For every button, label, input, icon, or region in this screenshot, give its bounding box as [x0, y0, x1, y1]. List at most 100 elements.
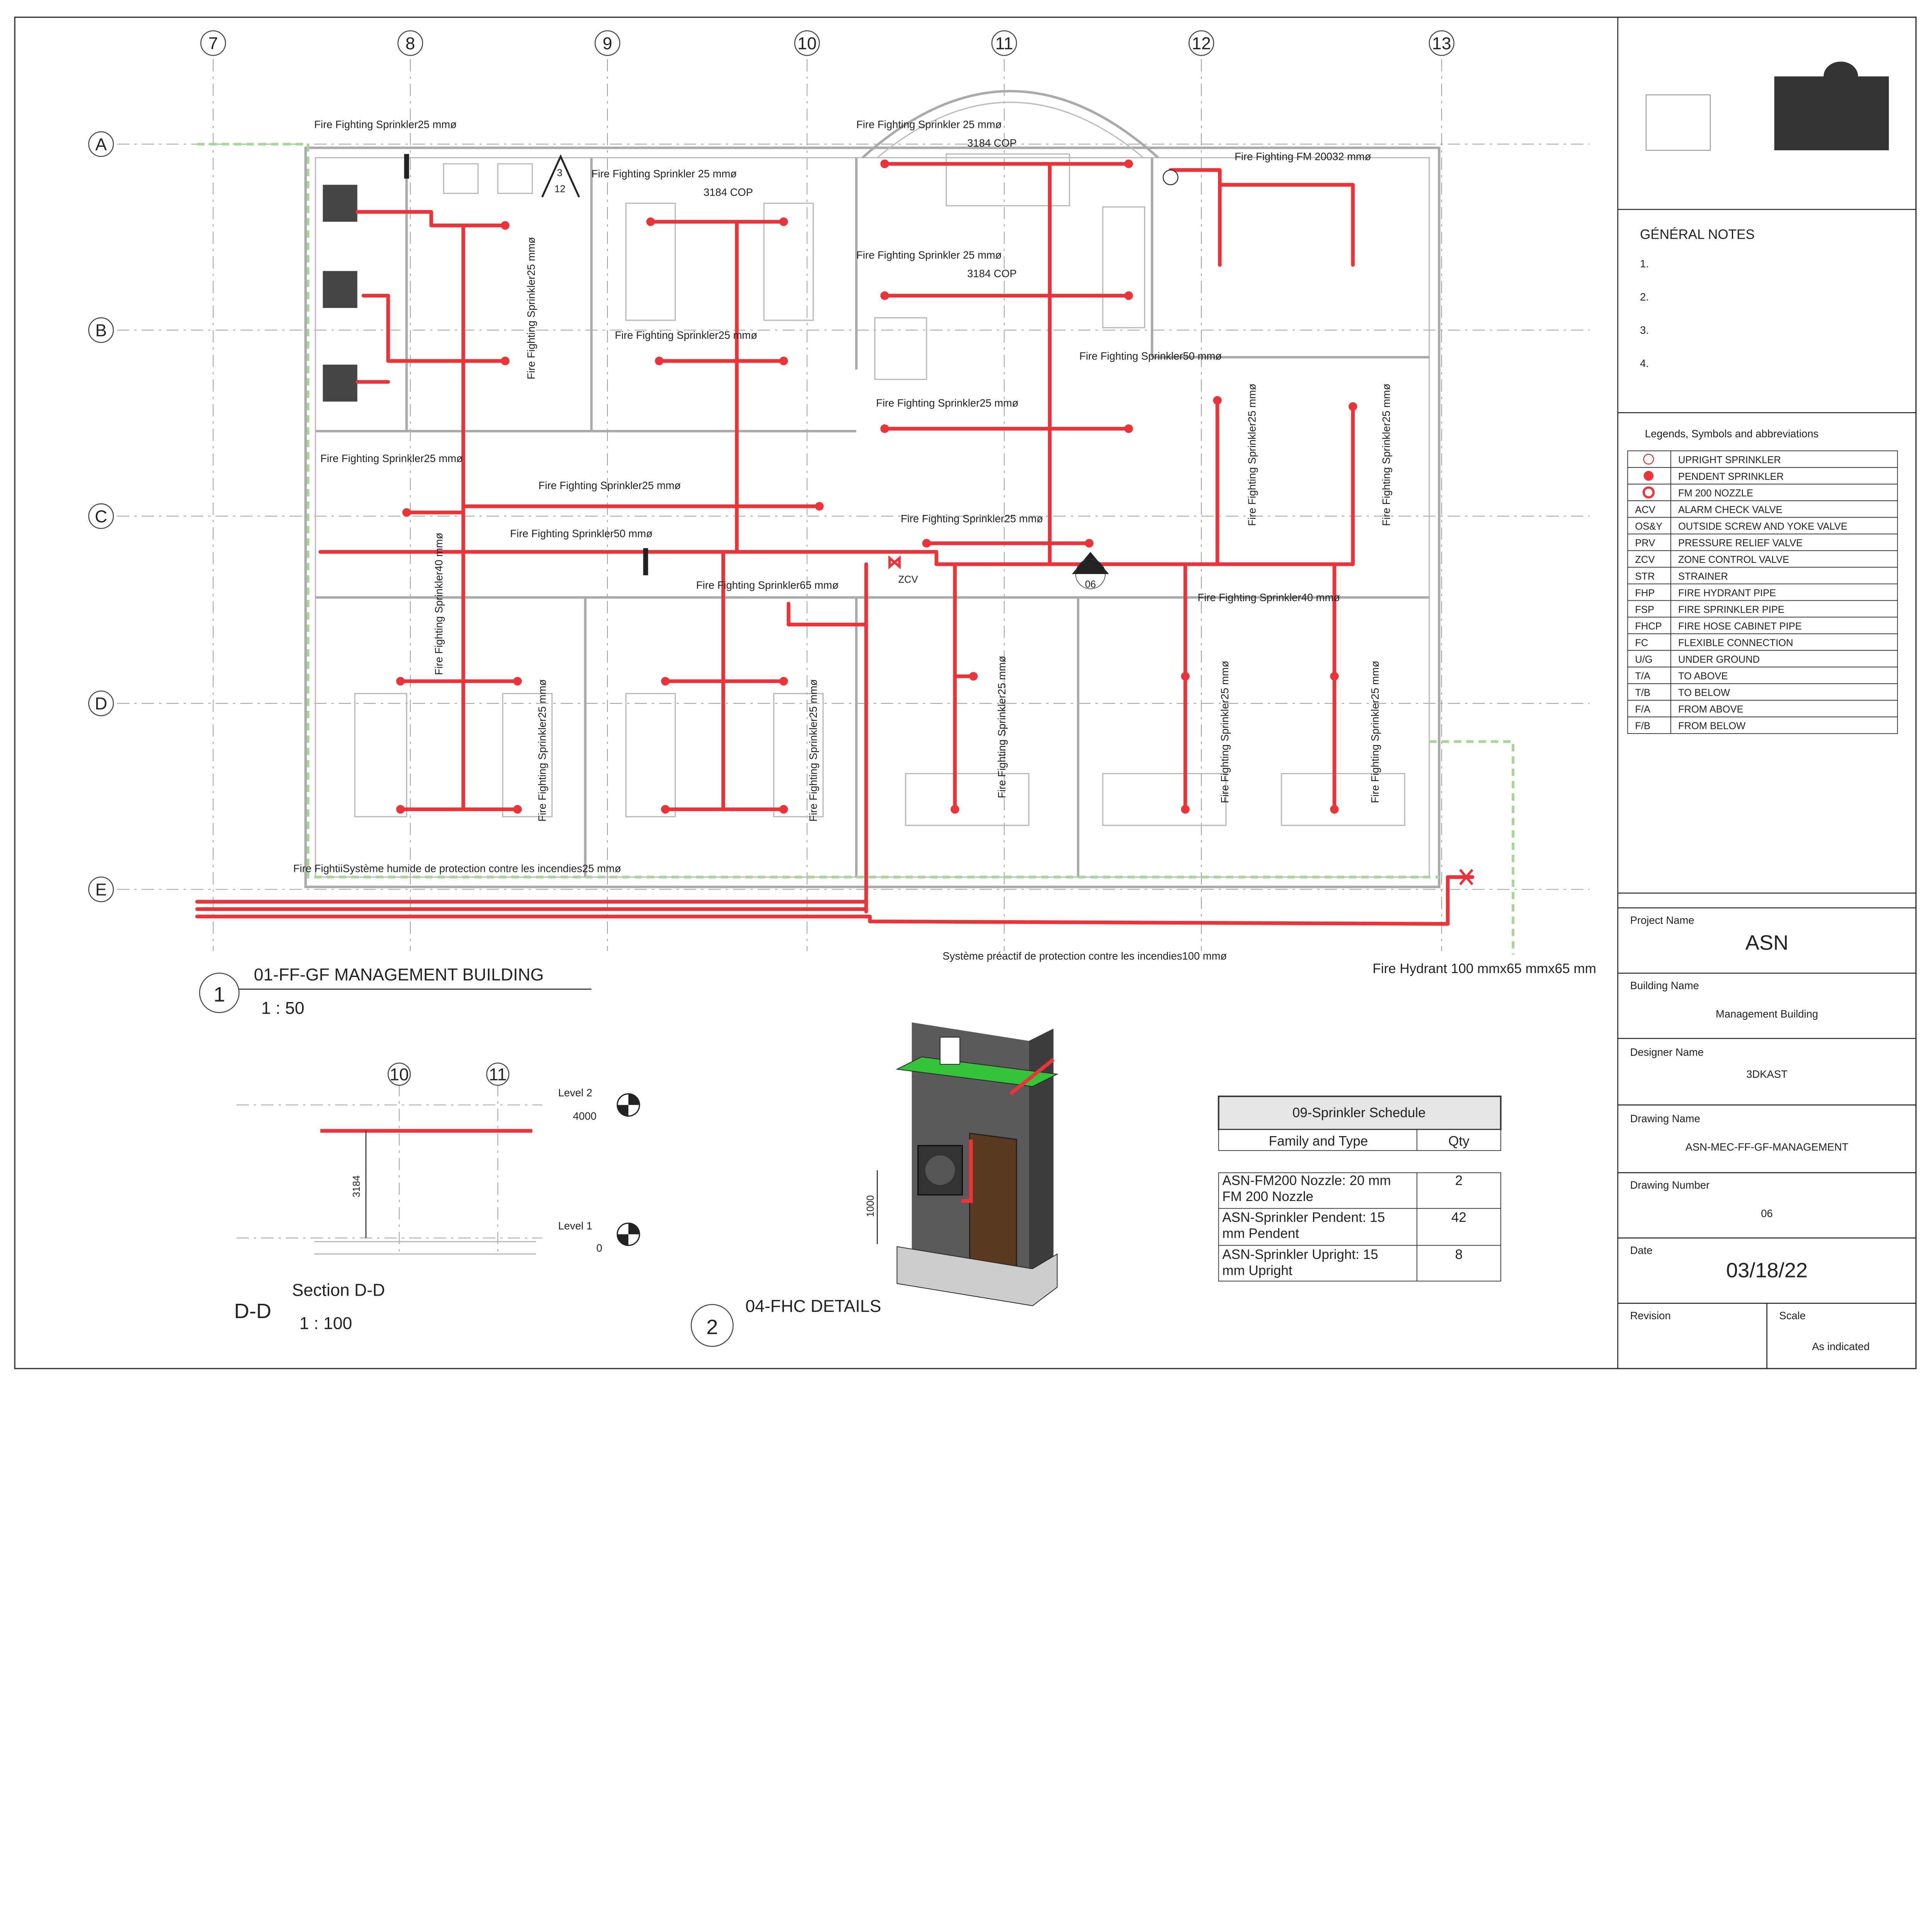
qty: 8	[1455, 1247, 1463, 1262]
family-type: mm Upright	[1222, 1263, 1292, 1278]
schedule-row: ASN-Sprinkler Pendent: 15 mm Pendent 42	[1222, 1210, 1466, 1241]
dimension-label: 3184	[351, 1176, 362, 1198]
grid-label: 12	[1192, 34, 1211, 53]
field-label: Drawing Number	[1630, 1179, 1710, 1191]
view-scale: 1 : 100	[299, 1314, 352, 1333]
upright-sprinkler-icon	[1643, 454, 1654, 465]
legend-abbr: FC	[1635, 638, 1648, 649]
legend-label: TO ABOVE	[1678, 671, 1728, 682]
pipe-label: Fire Fighting Sprinkler25 mmø	[1219, 661, 1231, 803]
legend-abbr: FSP	[1635, 604, 1654, 615]
qty: 42	[1451, 1210, 1466, 1225]
note: 2.	[1640, 291, 1649, 303]
pipe-label: Fire Fighting Sprinkler25 mmø	[901, 513, 1043, 525]
legend-label: FLEXIBLE CONNECTION	[1678, 638, 1793, 649]
date: 03/18/22	[1726, 1259, 1808, 1282]
grid-label: B	[95, 321, 107, 340]
field-label: Drawing Name	[1630, 1113, 1700, 1125]
pipe-label: Fire Fighting Sprinkler65 mmø	[696, 579, 839, 591]
field-label: Revision	[1630, 1310, 1671, 1322]
fhc-3d-detail: 1000 2 04-FHC DETAILS	[690, 1022, 1059, 1347]
pipe-label: Fire Fighting Sprinkler50 mmø	[1079, 350, 1222, 362]
legend-label: ZONE CONTROL VALVE	[1678, 554, 1789, 565]
elevation-label: 3184 COP	[967, 267, 1017, 279]
legend-row: FC FLEXIBLE CONNECTION	[1627, 633, 1898, 651]
building-name: Management Building	[1716, 1008, 1818, 1020]
pendent-sprinklers	[396, 154, 1474, 885]
plan-labels: Fire Fighting Sprinkler25 mmø Fire Fight…	[293, 119, 1596, 976]
stair-marker-icon	[541, 154, 580, 198]
legend-abbr: OS&Y	[1635, 521, 1662, 532]
schedule-header: Qty	[1448, 1134, 1469, 1149]
grid-label: 10	[798, 34, 817, 53]
view-title: 01-FF-GF MANAGEMENT BUILDING	[254, 965, 544, 984]
view-number: 1	[214, 983, 225, 1006]
pipe-label: Fire Fighting Sprinkler 25 mmø	[592, 168, 737, 180]
note: 3.	[1640, 324, 1649, 336]
view-title: 04-FHC DETAILS	[745, 1297, 881, 1316]
level-marker-icon	[616, 1093, 640, 1117]
grid-label: C	[95, 507, 107, 526]
legend-abbr: ACV	[1635, 505, 1655, 515]
legend-abbr: T/A	[1635, 671, 1650, 682]
grid-label: 7	[208, 34, 218, 53]
pipe-label: Fire Fighting Sprinkler25 mmø	[1369, 661, 1381, 803]
view-scale: 1 : 50	[261, 999, 304, 1018]
stair-marker-top: 3	[557, 168, 562, 178]
pipe-label: Fire Fighting Sprinkler25 mmø	[536, 679, 548, 822]
grid-lines	[117, 59, 1590, 951]
level-label: Level 1	[558, 1220, 592, 1232]
schedule-row: ASN-Sprinkler Upright: 15 mm Upright 8	[1222, 1247, 1463, 1278]
field-label: Designer Name	[1630, 1046, 1704, 1058]
legend-abbr: T/B	[1635, 688, 1650, 698]
field-label: Building Name	[1630, 980, 1699, 992]
logo-icon	[1774, 61, 1889, 151]
view-title: Section D-D	[292, 1281, 385, 1300]
legend-label: FIRE HYDRANT PIPE	[1678, 588, 1776, 598]
pipe-label: Fire Fighting Sprinkler25 mmø	[538, 479, 681, 491]
legend-row: FM 200 NOZZLE	[1627, 484, 1898, 501]
qty: 2	[1455, 1173, 1463, 1188]
general-notes-title: GÉNÉRAL NOTES	[1640, 227, 1755, 242]
legend-label: TO BELOW	[1678, 688, 1730, 698]
grid-label: 9	[603, 34, 612, 53]
pendent-sprinkler-icon	[1643, 471, 1654, 481]
grid-label: 11	[995, 34, 1013, 53]
sprinkler-schedule: 09-Sprinkler Schedule Family and Type Qt…	[1218, 1096, 1502, 1282]
pipe-label: Fire Fighting Sprinkler25 mmø	[320, 452, 463, 464]
pipe-label: Fire Fighting Sprinkler25 mmø	[996, 656, 1008, 798]
elevation-label: 3184 COP	[704, 186, 753, 198]
schedule-header: Family and Type	[1269, 1134, 1368, 1149]
fm200-nozzle-icon	[1642, 486, 1655, 499]
pipe-label: Fire Fighting Sprinkler25 mmø	[1380, 384, 1392, 526]
grid-label: D	[95, 695, 107, 714]
pipe-label: Fire Fighting Sprinkler40 mmø	[1197, 591, 1340, 603]
legend-abbr: FHP	[1635, 588, 1655, 598]
legend-abbr: FHCP	[1635, 621, 1662, 632]
legend-label: FIRE SPRINKLER PIPE	[1678, 604, 1784, 615]
pipe-label: Fire Fighting Sprinkler 25 mmø	[856, 249, 1002, 261]
legend-label: PENDENT SPRINKLER	[1678, 471, 1784, 482]
legend-row: ACV ALARM CHECK VALVE	[1627, 500, 1898, 518]
section-marker-sheet: 06	[1085, 579, 1096, 590]
pipe-label: Fire FightiiSystème humide de protection…	[293, 863, 621, 875]
pipe-label: Fire Fighting Sprinkler50 mmø	[510, 527, 653, 539]
section-marker-name: D-D	[1082, 563, 1099, 574]
site-boundary	[197, 143, 1515, 955]
legend-label: STRAINER	[1678, 571, 1728, 582]
schedule-row: ASN-FM200 Nozzle: 20 mm FM 200 Nozzle 2	[1222, 1173, 1463, 1204]
section-marker-icon	[1072, 552, 1109, 574]
grid-label: 8	[405, 34, 415, 53]
legend-label: ALARM CHECK VALVE	[1678, 505, 1782, 515]
view-number: 2	[706, 1315, 718, 1339]
legend-label: FIRE HOSE CABINET PIPE	[1678, 621, 1802, 632]
pipe-label: Fire Fighting Sprinkler40 mmø	[433, 533, 445, 675]
family-type: ASN-FM200 Nozzle: 20 mm	[1222, 1173, 1391, 1188]
legend-row: T/A TO ABOVE	[1627, 666, 1898, 684]
stair-marker-bottom: 12	[554, 183, 565, 194]
